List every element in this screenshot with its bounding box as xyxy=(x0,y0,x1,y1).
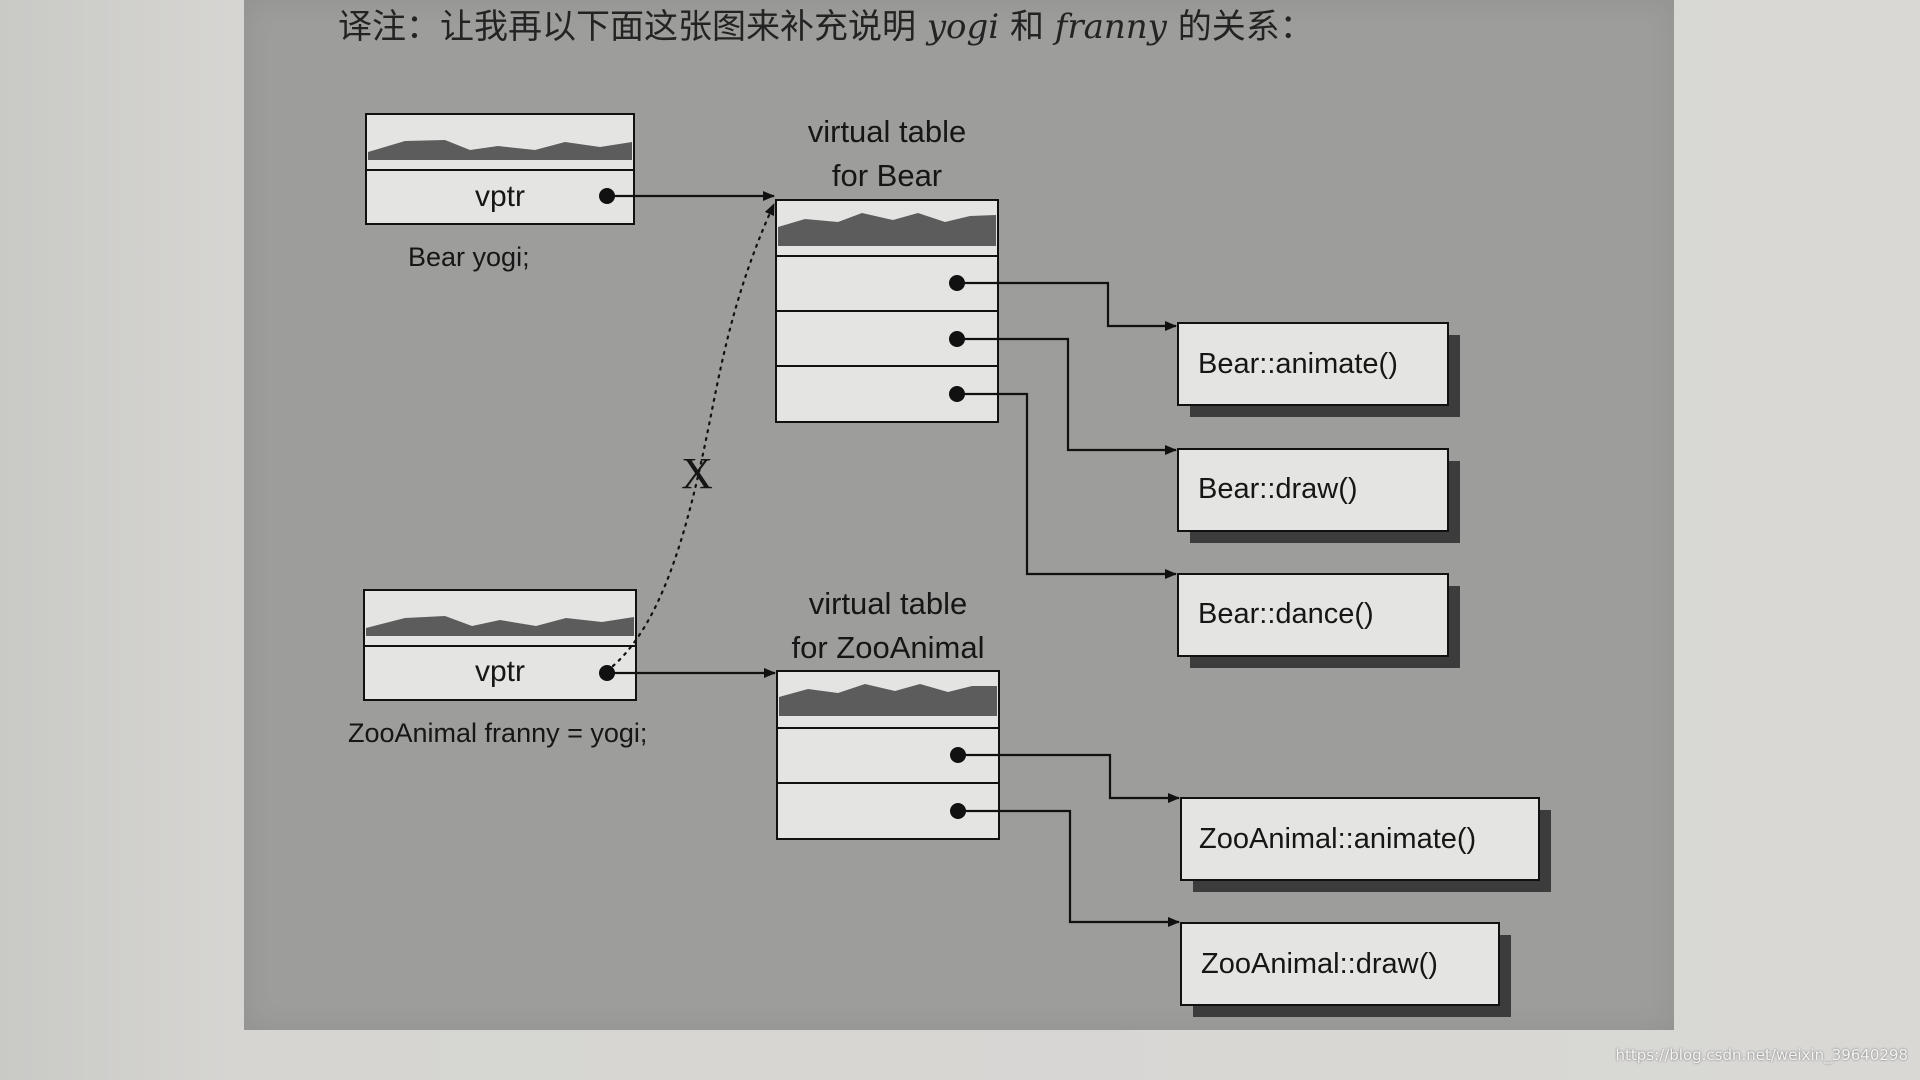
bear-dance-function: Bear::dance() xyxy=(1177,573,1460,668)
bear-vtable: virtual table for Bear xyxy=(775,114,999,423)
zooanimal-vtable: virtual table for ZooAnimal xyxy=(776,586,1000,840)
bear-animate-label: Bear::animate() xyxy=(1198,348,1398,380)
bear-vtable-title-line1: virtual table xyxy=(808,114,967,149)
invalid-dotted-link xyxy=(611,202,776,668)
bear-draw-function: Bear::draw() xyxy=(1177,448,1460,543)
franny-declaration: ZooAnimal franny = yogi; xyxy=(348,718,647,748)
bear-vtable-header-wave xyxy=(778,213,996,246)
caption-prefix: 译注：让我再以下面这张图来补充说明 xyxy=(338,7,927,47)
caption-var-franny: franny xyxy=(1054,7,1167,47)
yogi-declaration: Bear yogi; xyxy=(408,242,530,272)
pointer-arrows xyxy=(607,191,1180,927)
bear-animate-arrow xyxy=(957,281,1177,331)
zoo-draw-function: ZooAnimal::draw() xyxy=(1180,922,1511,1017)
caption-mid: 和 xyxy=(999,7,1055,47)
zoo-vtable-title-line2: for ZooAnimal xyxy=(792,630,985,665)
zoo-animate-function: ZooAnimal::animate() xyxy=(1180,797,1551,892)
yogi-data-wave xyxy=(368,140,632,160)
bear-animate-box xyxy=(1177,322,1449,406)
zoo-draw-label: ZooAnimal::draw() xyxy=(1201,948,1438,980)
zoo-animate-arrow xyxy=(958,753,1180,803)
zoo-animate-box xyxy=(1180,797,1540,881)
watermark: https://blog.csdn.net/weixin_39640298 xyxy=(1615,1046,1908,1064)
zoo-animate-label: ZooAnimal::animate() xyxy=(1199,823,1476,855)
yogi-vptr-label: vptr xyxy=(475,180,525,213)
bear-dance-arrow xyxy=(957,392,1177,579)
bear-vtable-title-line2: for Bear xyxy=(832,158,942,193)
bear-draw-box xyxy=(1177,448,1449,532)
zoo-draw-arrow xyxy=(958,809,1180,927)
bear-animate-function: Bear::animate() xyxy=(1177,322,1460,417)
invalid-link-x-mark: X xyxy=(681,449,713,498)
bear-draw-arrow xyxy=(957,337,1177,455)
franny-vptr-label: vptr xyxy=(475,655,525,688)
zoo-draw-box xyxy=(1180,922,1500,1006)
zoo-vtable-title-line1: virtual table xyxy=(809,586,968,621)
translator-note-caption: 译注：让我再以下面这张图来补充说明 yogi 和 franny 的关系： xyxy=(338,2,1638,52)
caption-var-yogi: yogi xyxy=(926,7,1000,47)
yogi-object: vptr Bear yogi; xyxy=(365,113,635,272)
bear-dance-box xyxy=(1177,573,1449,657)
franny-object: vptr ZooAnimal franny = yogi; xyxy=(348,589,647,748)
bear-draw-label: Bear::draw() xyxy=(1198,473,1358,505)
bear-dance-label: Bear::dance() xyxy=(1198,598,1374,630)
zoo-vtable-header-wave xyxy=(779,684,997,716)
franny-data-wave xyxy=(366,616,634,636)
caption-suffix: 的关系： xyxy=(1166,7,1314,47)
